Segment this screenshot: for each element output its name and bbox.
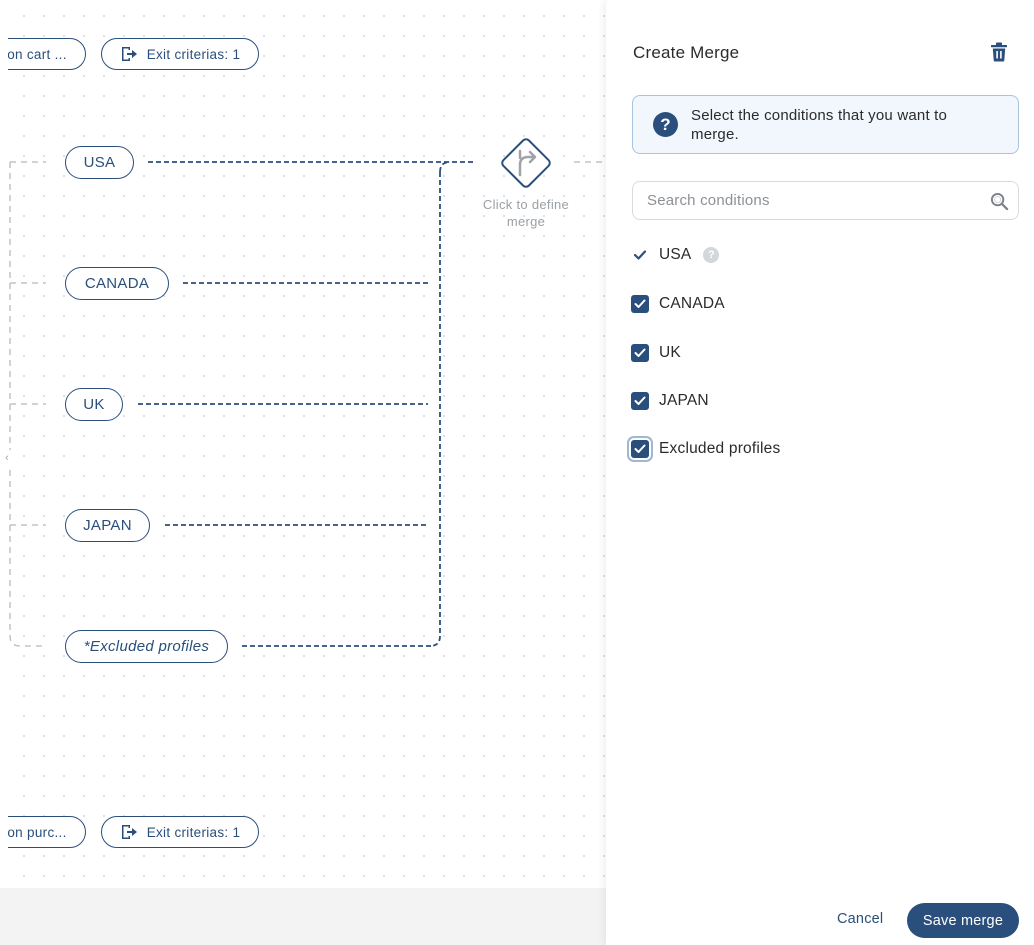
checkbox-checked-icon[interactable] xyxy=(631,392,649,410)
branch-label: CANADA xyxy=(84,275,150,292)
checkbox-checked-icon[interactable] xyxy=(631,295,649,313)
condition-uk[interactable]: UK xyxy=(631,344,681,362)
info-text: Select the conditions that you want to m… xyxy=(691,106,948,143)
condition-japan[interactable]: JAPAN xyxy=(631,392,709,410)
condition-usa: USA ? xyxy=(631,246,720,264)
info-box: ? Select the conditions that you want to… xyxy=(632,95,1019,154)
branch-label: JAPAN xyxy=(83,517,132,534)
condition-excluded-profiles[interactable]: Excluded profiles xyxy=(631,440,780,458)
search-icon[interactable] xyxy=(990,192,1009,211)
search-input[interactable] xyxy=(633,182,963,219)
bottom-step-label: on purc... xyxy=(8,824,67,840)
search-field[interactable] xyxy=(632,181,1019,220)
trash-icon[interactable] xyxy=(990,42,1008,62)
checkbox-checked-icon[interactable] xyxy=(631,344,649,362)
condition-label: UK xyxy=(659,344,681,361)
branch-usa[interactable]: USA xyxy=(65,146,134,179)
bottom-exit-label: Exit criterias: 1 xyxy=(146,824,241,840)
top-step-label: on cart ... xyxy=(8,46,67,62)
condition-canada[interactable]: CANADA xyxy=(631,295,725,313)
journey-canvas[interactable]: on cart ... Exit criterias: 1 USA CANADA… xyxy=(8,0,606,888)
merge-caption[interactable]: Click to define merge xyxy=(482,197,570,229)
bottom-exit-criteria-pill[interactable]: Exit criterias: 1 xyxy=(101,816,259,848)
create-merge-panel: Create Merge ? Select the conditions tha… xyxy=(606,0,1034,945)
checkmark-icon xyxy=(631,246,649,264)
save-merge-button[interactable]: Save merge xyxy=(907,903,1019,938)
help-icon[interactable]: ? xyxy=(703,247,720,263)
panel-title: Create Merge xyxy=(633,43,740,62)
top-exit-label: Exit criterias: 1 xyxy=(146,46,241,62)
canvas-left-edge xyxy=(0,0,8,888)
branch-label: *Excluded profiles xyxy=(83,638,210,655)
condition-label: JAPAN xyxy=(659,392,709,409)
condition-label: CANADA xyxy=(659,295,725,312)
branch-canada[interactable]: CANADA xyxy=(65,267,169,300)
question-icon: ? xyxy=(653,112,678,137)
merge-node-icon[interactable] xyxy=(496,133,556,193)
condition-label: USA xyxy=(659,246,692,263)
canvas-bottom-bar xyxy=(0,888,606,945)
bottom-step-pill[interactable]: on purc... xyxy=(8,816,86,848)
branch-label: UK xyxy=(83,396,105,413)
branch-uk[interactable]: UK xyxy=(65,388,123,421)
exit-icon xyxy=(121,825,137,839)
connector-lines xyxy=(9,161,606,647)
condition-label: Excluded profiles xyxy=(659,440,781,457)
checkbox-checked-icon[interactable] xyxy=(631,440,649,458)
collapse-chevron-icon[interactable]: ‹ xyxy=(0,448,14,468)
branch-japan[interactable]: JAPAN xyxy=(65,509,150,542)
top-exit-criteria-pill[interactable]: Exit criterias: 1 xyxy=(101,38,259,70)
top-step-pill[interactable]: on cart ... xyxy=(8,38,86,70)
cancel-button[interactable]: Cancel xyxy=(837,908,883,930)
exit-icon xyxy=(121,47,137,61)
branch-excluded-profiles[interactable]: *Excluded profiles xyxy=(65,630,228,663)
branch-label: USA xyxy=(83,154,116,171)
